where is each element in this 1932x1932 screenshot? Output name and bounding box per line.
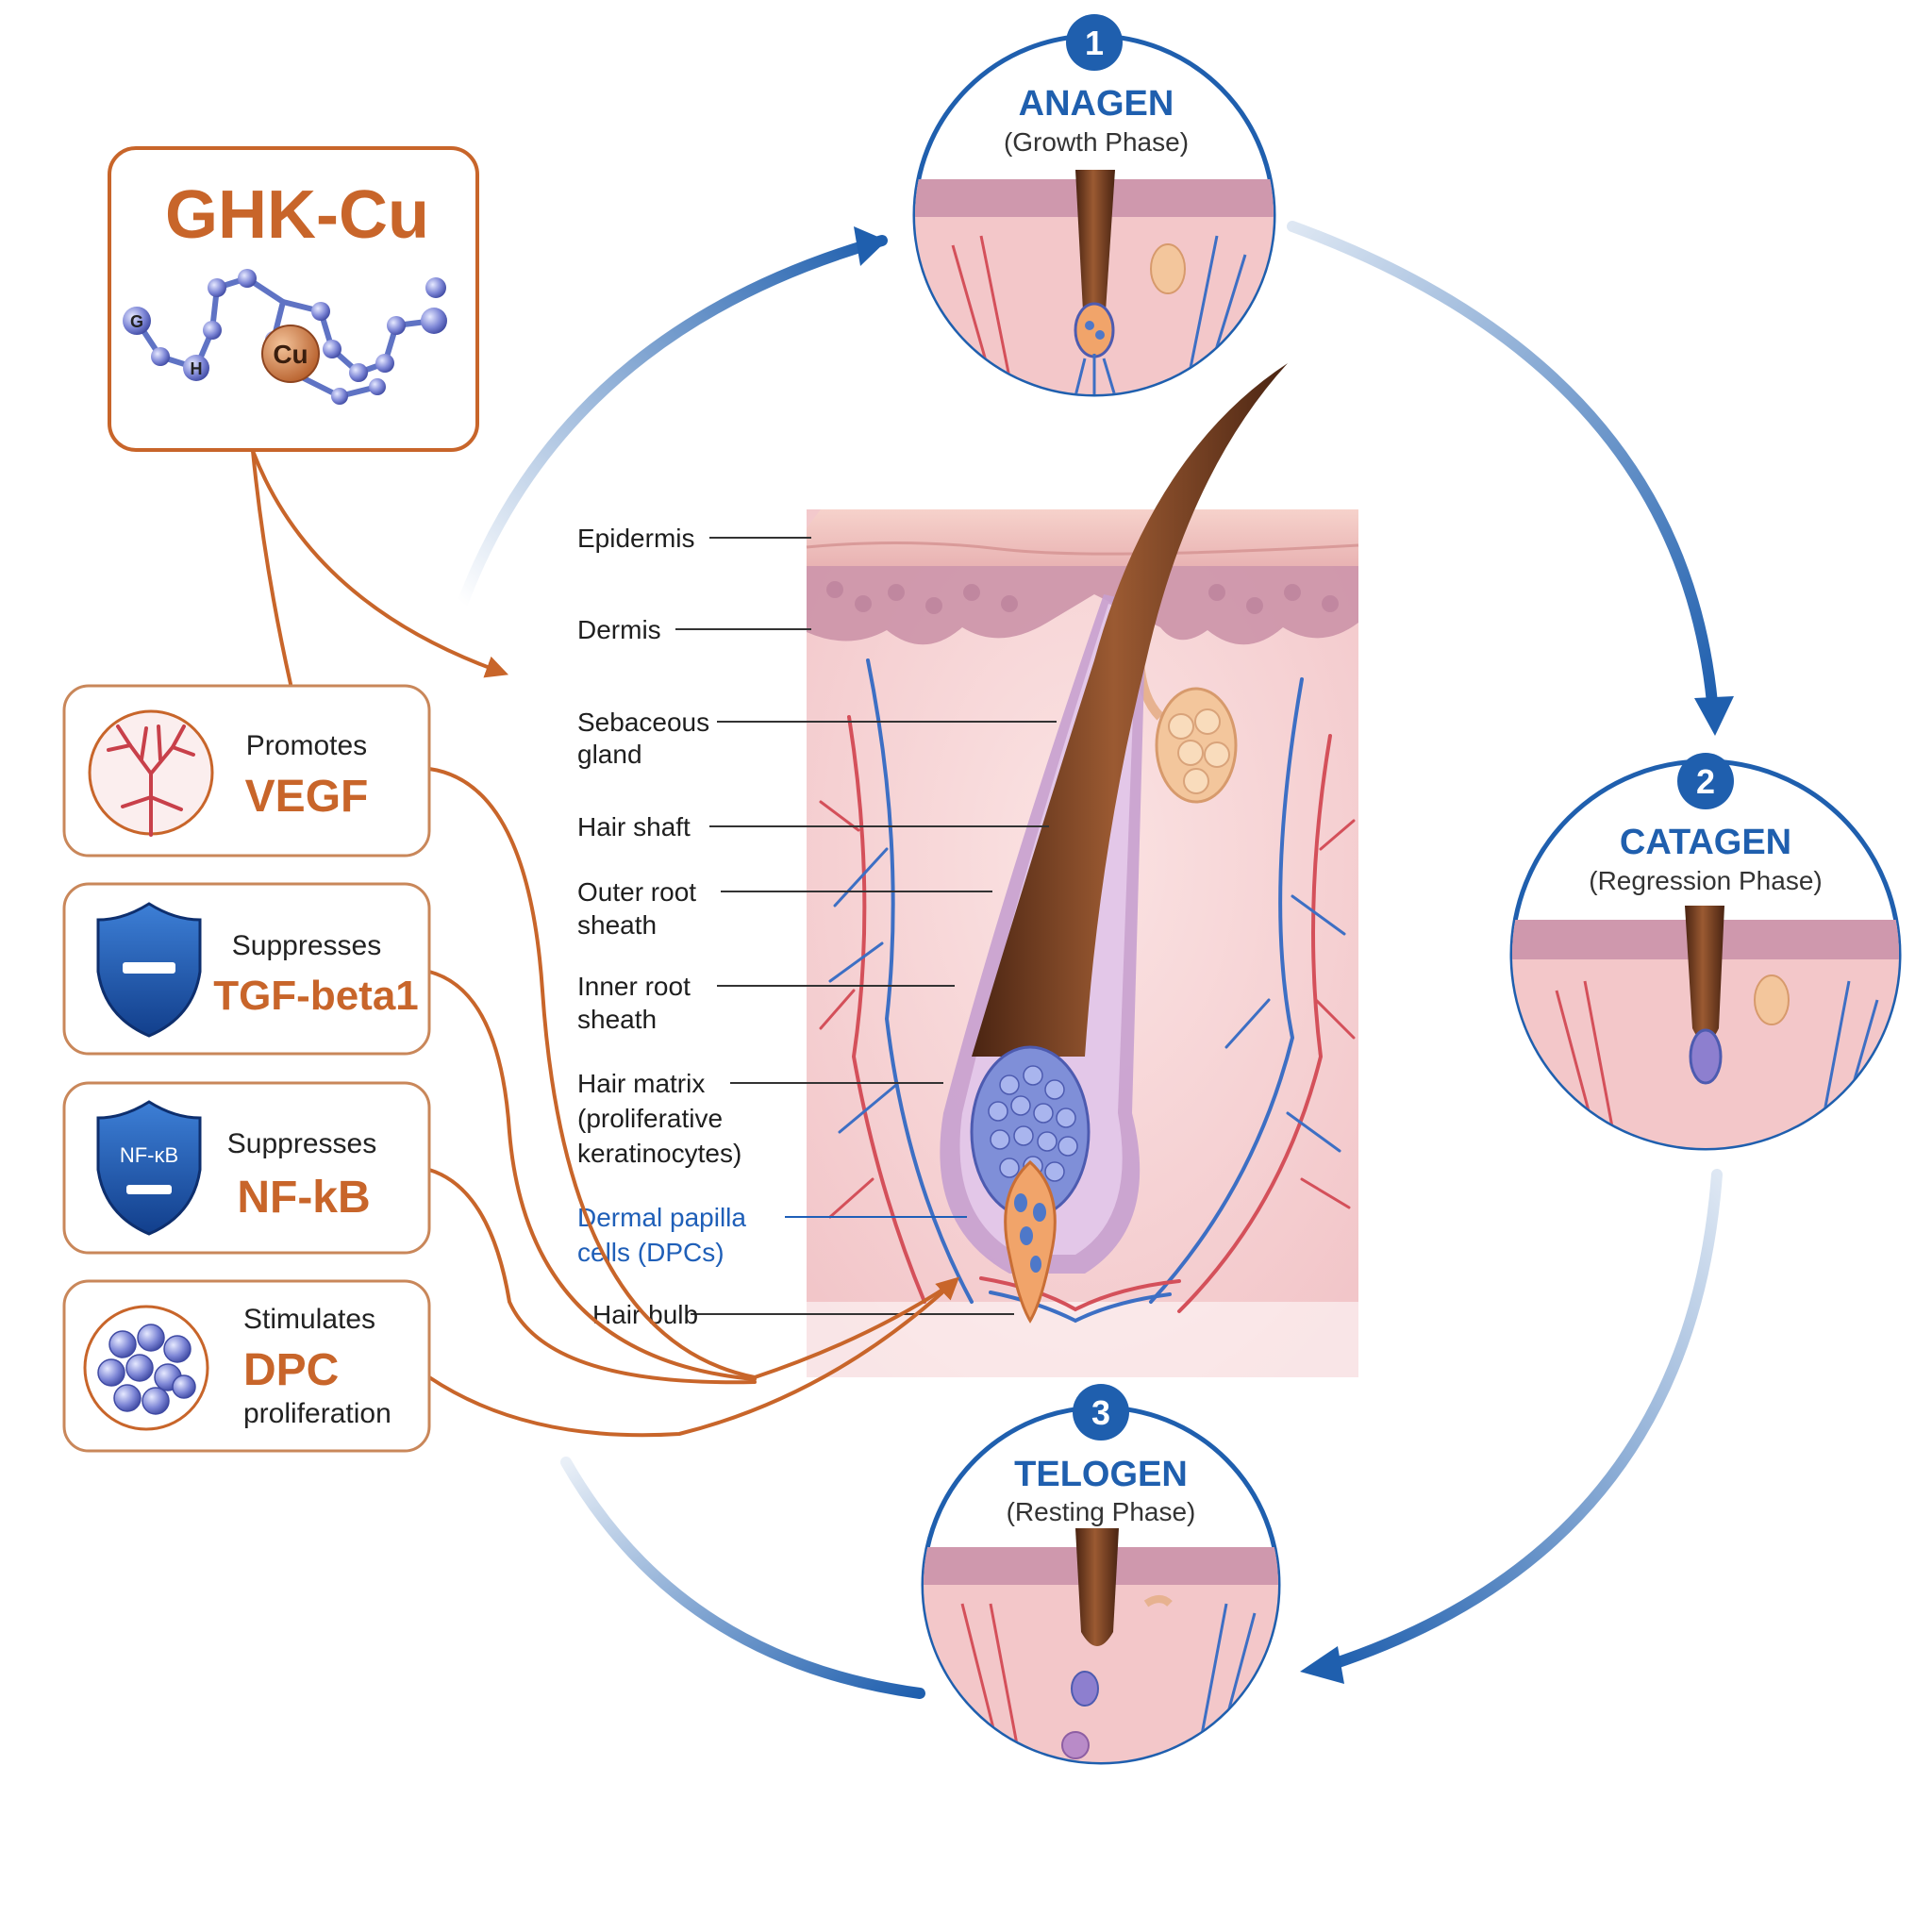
shield-minus-icon	[96, 902, 202, 1038]
cell-cluster-icon	[83, 1305, 209, 1431]
arrow-to-next-cycle	[560, 1457, 925, 1699]
phase-number: 1	[1085, 24, 1104, 62]
effect-target: DPC	[243, 1345, 339, 1395]
label-dermis: Dermis	[577, 615, 661, 644]
ghk-cu-box: GHK-Cu	[108, 146, 479, 452]
phase-number-badge	[1677, 753, 1734, 809]
phase-subtitle: (Growth Phase)	[1004, 127, 1189, 157]
effect-target: NF-kB	[237, 1173, 370, 1223]
phase-catagen: 2 CATAGEN (Regression Phase)	[1509, 753, 1902, 1151]
effect-verb: Suppresses	[227, 1128, 376, 1159]
cycle-arrows	[457, 221, 1734, 1699]
arrow-to-anagen	[457, 235, 888, 609]
phase-name: ANAGEN	[1019, 84, 1174, 124]
effect-verb: Stimulates	[243, 1304, 375, 1335]
effect-target: TGF-beta1	[213, 973, 419, 1019]
arrow-to-telogen	[1324, 1169, 1723, 1671]
shield-nfkb-icon: NF-κB	[96, 1100, 202, 1236]
phase-number: 3	[1091, 1393, 1110, 1432]
effect-extra: proliferation	[243, 1398, 391, 1429]
phase-name: TELOGEN	[1014, 1455, 1188, 1494]
effect-dpc: Stimulates DPC proliferation	[62, 1279, 431, 1453]
copper-atom	[261, 325, 320, 383]
blood-vessel-icon	[88, 709, 214, 837]
phase-number: 2	[1696, 762, 1715, 801]
phase-number-badge	[1073, 1384, 1129, 1441]
effect-verb: Suppresses	[232, 930, 381, 961]
phase-subtitle: (Resting Phase)	[1007, 1497, 1196, 1526]
effect-target: VEGF	[245, 772, 369, 822]
phase-telogen: 3 TELOGEN (Resting Phase)	[921, 1384, 1281, 1765]
skin-cross-section	[675, 363, 1359, 1377]
label-epidermis: Epidermis	[577, 524, 694, 553]
phase-name: CATAGEN	[1620, 823, 1791, 862]
arrow-to-catagen	[1287, 221, 1718, 708]
effect-verb: Promotes	[246, 730, 367, 761]
hair-shaft	[972, 363, 1288, 1057]
compound-name: GHK-Cu	[165, 177, 429, 253]
phase-anagen: 1 ANAGEN (Growth Phase)	[912, 14, 1276, 397]
svg-text:NF-κB: NF-κB	[120, 1143, 178, 1167]
peptide-molecule-icon: G H Cu	[123, 269, 447, 405]
phase-number-badge	[1066, 14, 1123, 71]
hair-matrix	[970, 1045, 1091, 1219]
effect-nf-kb: NF-κB Suppresses NF-kB	[62, 1081, 431, 1255]
effect-connectors	[251, 449, 960, 1438]
dermal-papilla	[1004, 1159, 1057, 1324]
svg-text:H: H	[191, 359, 203, 378]
label-hair-shaft: Hair shaft	[577, 812, 691, 841]
phase-subtitle: (Regression Phase)	[1589, 866, 1822, 895]
svg-text:Cu: Cu	[273, 340, 308, 369]
effect-tgf-beta1: Suppresses TGF-beta1	[62, 882, 431, 1056]
effect-vegf: Promotes VEGF	[62, 684, 431, 858]
svg-text:G: G	[130, 312, 143, 331]
